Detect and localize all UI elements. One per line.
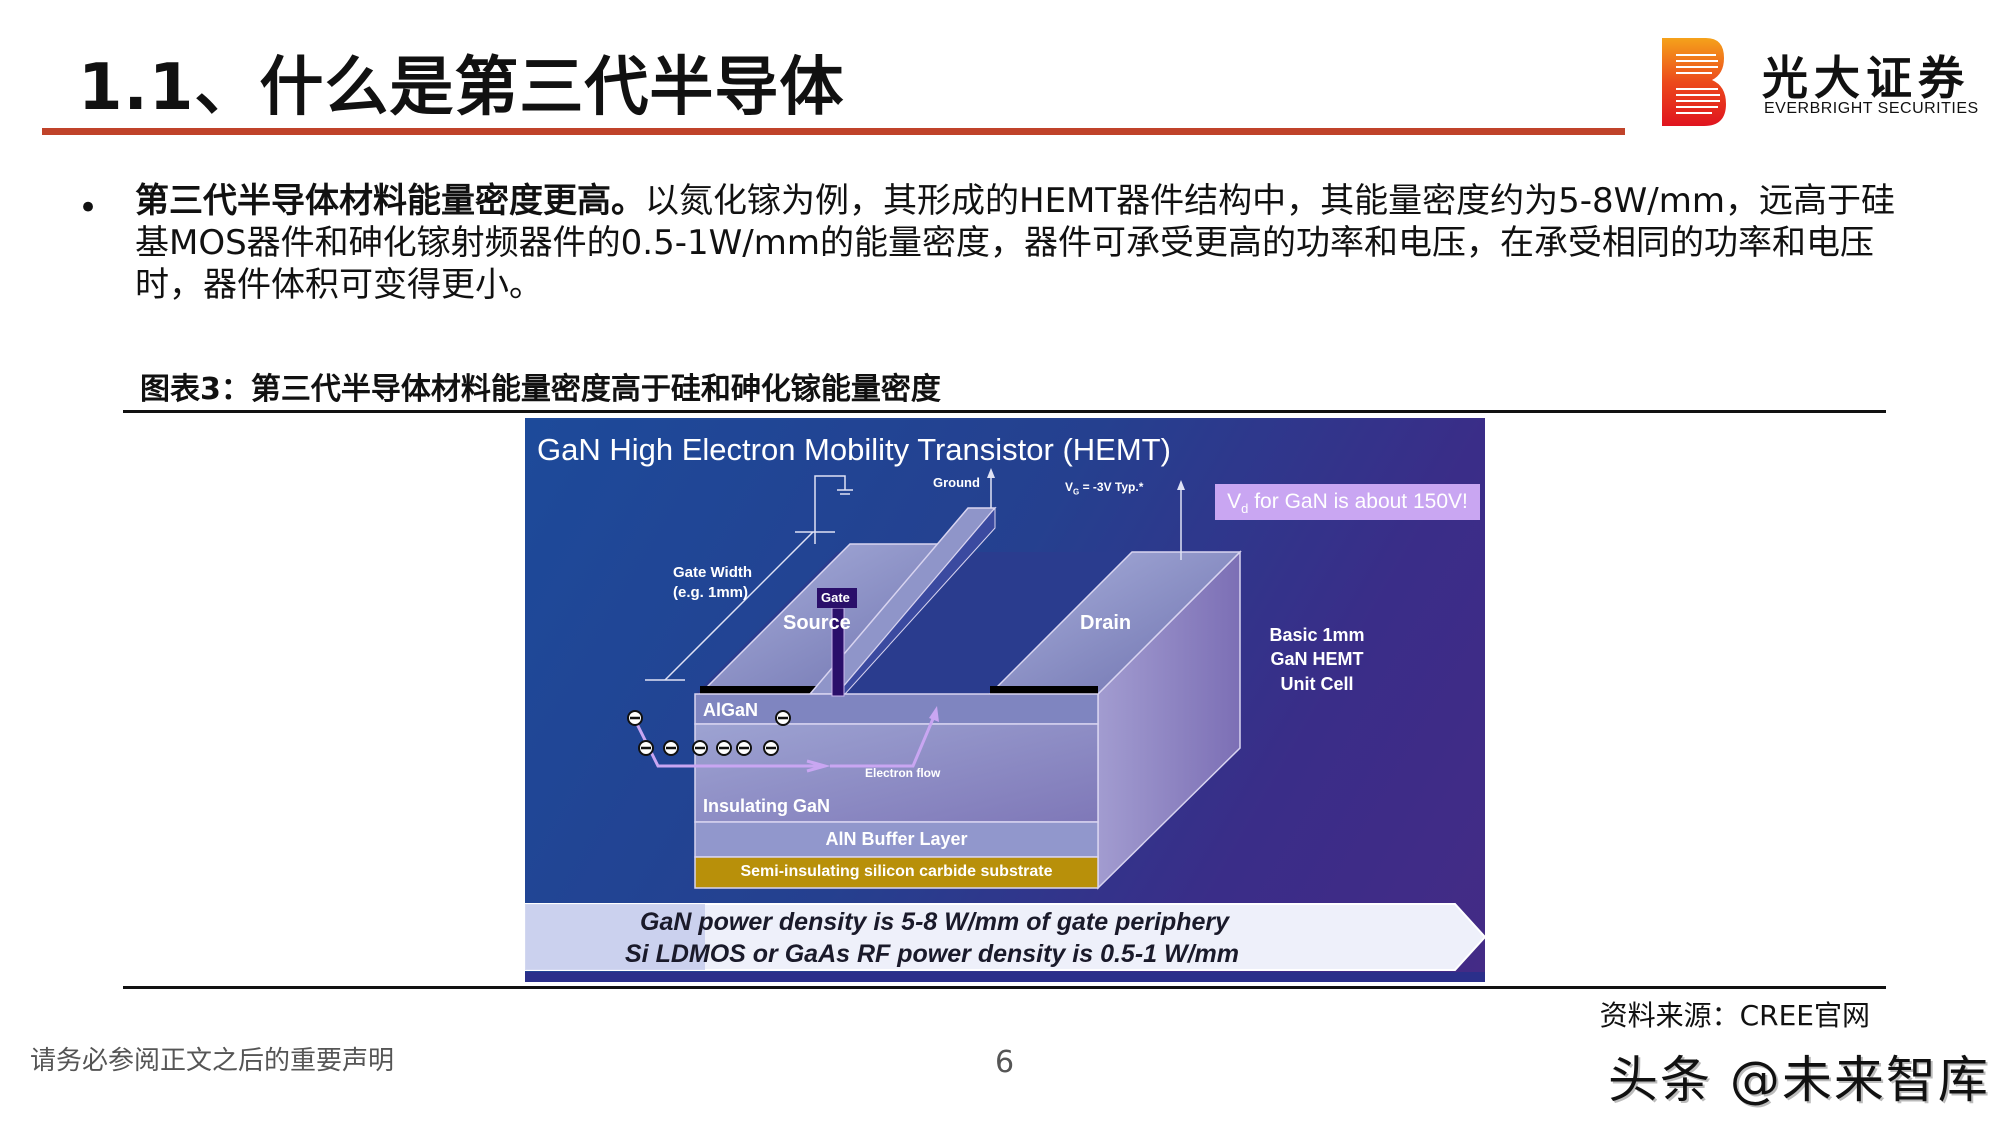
- vg-subscript: G: [1073, 487, 1080, 497]
- vd-symbol: V: [1227, 490, 1242, 513]
- gate-label: Gate: [821, 590, 850, 605]
- footer-disclaimer: 请务必参阅正文之后的重要声明: [30, 1046, 395, 1076]
- banner-line-gan: GaN power density is 5-8 W/mm of gate pe…: [640, 908, 1230, 936]
- logo-name-en: EVERBRIGHT SECURITIES: [1764, 100, 1979, 117]
- logo-name-cn: 光大证券: [1762, 51, 1970, 105]
- watermark: 头条 @未来智库: [1608, 1051, 1990, 1109]
- title-divider: [42, 128, 1625, 135]
- vd-subscript: d: [1241, 501, 1249, 517]
- bullet-lead: 第三代半导体材料能量密度更高。: [135, 181, 645, 221]
- layer-algan: AlGaN: [703, 700, 759, 720]
- layer-insulating-gan: Insulating GaN: [703, 796, 831, 816]
- unit-cell-line-2: GaN HEMT: [1270, 649, 1364, 669]
- everbright-b-logo-icon: [1662, 38, 1726, 126]
- vd-value: for GaN is about 150V!: [1248, 490, 1468, 513]
- caption-divider: [123, 410, 1886, 413]
- vg-symbol: V: [1065, 480, 1074, 494]
- figure-bottom-divider: [123, 986, 1886, 989]
- vg-value: = -3V Typ.*: [1079, 480, 1144, 494]
- layer-sic-substrate: Semi-insulating silicon carbide substrat…: [740, 863, 1053, 880]
- bullet-icon: •: [78, 188, 99, 228]
- drain-label: Drain: [1080, 612, 1132, 634]
- unit-cell-line-3: Unit Cell: [1280, 674, 1354, 694]
- figure-source: 资料来源：CREE官网: [1599, 999, 1870, 1032]
- figure-caption: 图表3：第三代半导体材料能量密度高于硅和砷化镓能量密度: [140, 372, 941, 407]
- gate-width-example: (e.g. 1mm): [673, 584, 749, 601]
- layer-aln-buffer: AlN Buffer Layer: [825, 829, 968, 849]
- bullet-paragraph: 第三代半导体材料能量密度更高。以氮化镓为例，其形成的HEMT器件结构中，其能量密…: [135, 180, 1905, 306]
- page-title: 1.1、什么是第三代半导体: [78, 51, 845, 125]
- ground-label: Ground: [933, 475, 980, 490]
- vd-callout: Vd for GaN is about 150V!: [1215, 484, 1480, 520]
- hemt-figure: GaN High Electron Mobility Transistor (H…: [525, 418, 1485, 982]
- bullet-body: 以氮化镓为例，其形成的HEMT器件结构中，其能量密度约为5-8W/mm，远高于硅…: [135, 181, 1895, 305]
- electron-flow-label: Electron flow: [865, 766, 941, 780]
- figure-title: GaN High Electron Mobility Transistor (H…: [537, 432, 1171, 467]
- hemt-diagram: [525, 468, 1485, 982]
- source-label: Source: [783, 612, 851, 634]
- brand-logo: 光大证券 EVERBRIGHT SECURITIES: [1662, 38, 1982, 128]
- unit-cell-line-1: Basic 1mm: [1269, 625, 1365, 645]
- page-number: 6: [995, 1045, 1015, 1080]
- gate-width-label: Gate Width: [673, 564, 753, 581]
- banner-line-si-gaas: Si LDMOS or GaAs RF power density is 0.5…: [625, 940, 1240, 968]
- vg-label: VG = -3V Typ.*: [1065, 480, 1143, 496]
